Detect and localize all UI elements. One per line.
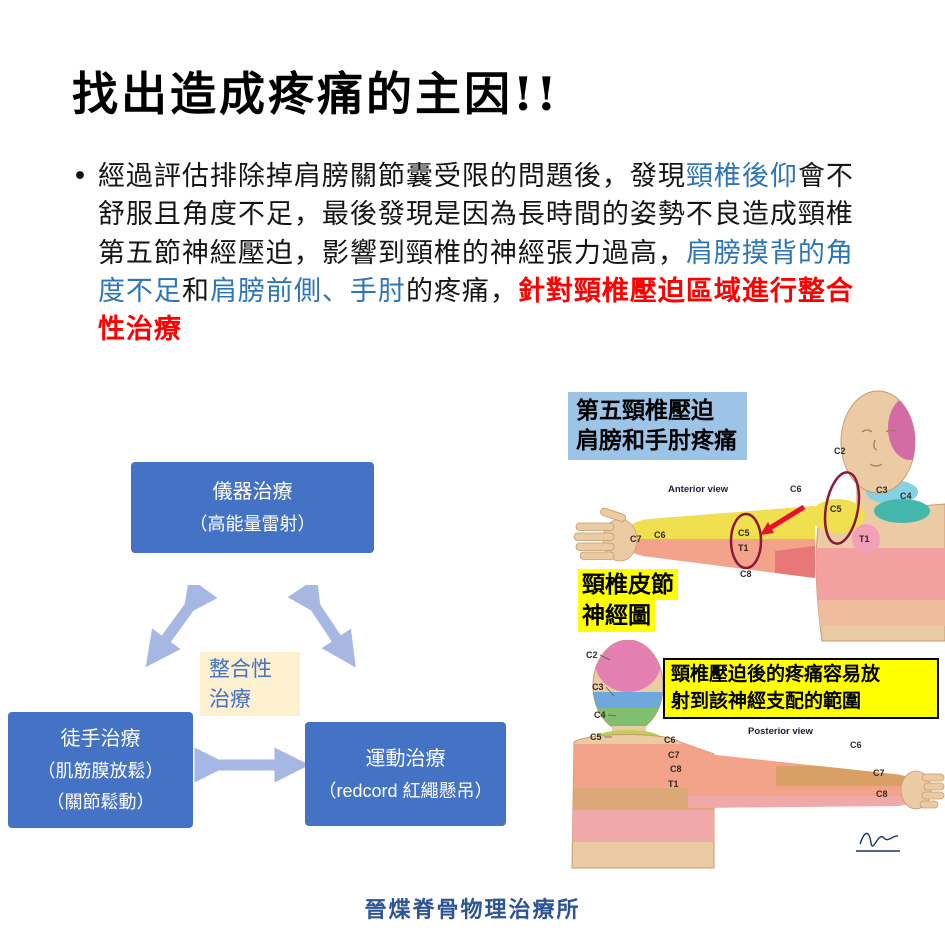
- dermatome-label: C8: [670, 764, 682, 774]
- dermatome-label: C2: [586, 650, 598, 660]
- arm-circle-annotation: [729, 512, 763, 570]
- dermatome-label: C7: [873, 768, 885, 778]
- dermatome-label: C4: [900, 491, 912, 501]
- page-title: 找出造成疼痛的主因!!: [72, 67, 560, 121]
- bullet-segment-black: 的疼痛，: [405, 275, 518, 307]
- bullet-segment-black: 經過評估排除掉肩膀關節囊受限的問題後，發現: [97, 161, 686, 192]
- bullet-segment-red: 針對頸椎壓迫區域進行整合性治療: [97, 275, 854, 346]
- posterior-scalp-dermatomes: [593, 640, 663, 726]
- dermatome-label: C6: [664, 735, 676, 745]
- posterior-view-label: Posterior view: [748, 726, 814, 737]
- dermatome-label: C6: [850, 740, 862, 750]
- bullet-segment-blue: 頸椎後仰: [685, 161, 798, 192]
- bullet-text: 經過評估排除掉肩膀關節囊受限的問題後，發現頸椎後仰會不舒服且角度不足，最後發現是…: [98, 158, 867, 350]
- caption-line: 肩膀和手肘疼痛: [576, 427, 737, 454]
- dermatome-label: C6: [790, 484, 802, 494]
- dermatome-label: T1: [738, 543, 749, 553]
- face-features: [861, 429, 897, 467]
- neck-circle-annotation: [823, 471, 861, 545]
- box-line: （關節鬆動）: [46, 792, 155, 812]
- dermatome-label: C3: [592, 682, 604, 692]
- anterior-dermatome-figure: C2 C6 C3 C4 C5 T1 C7 C6 C5 T1 C8 Anterio…: [573, 390, 945, 642]
- radiating-pain-note: 頸椎壓迫後的疼痛容易放 射到該神經支配的範圍: [663, 658, 939, 720]
- anterior-hand: [573, 507, 638, 562]
- dermatome-label: C5: [738, 528, 750, 538]
- dermatome-label: C5: [830, 504, 842, 514]
- dermatome-t1-patch: [852, 524, 880, 554]
- dermatome-map-caption: 頸椎皮節 神經圖: [578, 569, 678, 632]
- treatment-box-device: 儀器治療 （高能量雷射）: [131, 462, 374, 553]
- center-label-line: 整合性: [209, 658, 272, 681]
- label-leader-lines: [599, 654, 617, 738]
- clinic-name: 晉煠脊骨物理治療所: [364, 897, 581, 923]
- dermatome-label: C4: [594, 710, 606, 720]
- dermatome-label: T1: [859, 534, 870, 544]
- artist-signature: [856, 832, 900, 852]
- bullet-marker: •: [72, 161, 88, 192]
- dermatome-label: C8: [740, 569, 752, 579]
- box-line: 儀器治療: [212, 481, 293, 504]
- dermatome-c4-patch: [874, 499, 930, 523]
- note-line: 頸椎壓迫後的疼痛容易放: [671, 664, 881, 685]
- dermatome-label: C7: [668, 750, 680, 760]
- anterior-chest-dermatomes: [816, 548, 945, 626]
- dermatome-label: T1: [668, 779, 679, 789]
- radiation-arrow: [768, 504, 806, 531]
- bullet-segment-blue: 肩膀摸背的角度不足: [97, 237, 854, 307]
- integrated-treatment-label: 整合性 治療: [200, 652, 300, 716]
- note-line: 射到該神經支配的範圍: [671, 690, 862, 712]
- bullet-segment-black: 和: [181, 275, 210, 307]
- dermatome-label: C7: [630, 534, 642, 544]
- arrow-top-left: [145, 585, 218, 668]
- arrow-top-right: [287, 585, 356, 668]
- radiation-arrow-head: [760, 522, 774, 535]
- dermatome-label: C6: [654, 530, 666, 540]
- dermatome-c2-patch: [888, 396, 915, 460]
- dermatome-label: C8: [876, 789, 888, 799]
- posterior-back-dermatomes: [572, 744, 714, 842]
- posterior-dermatome-figure: C2 C3 C4 C5 C6 C7 C8 T1 C6 C7 C8 Posteri…: [571, 640, 945, 869]
- caption-line: 神經圖: [578, 600, 655, 632]
- treatment-box-exercise: 運動治療 （redcord 紅繩懸吊）: [305, 722, 506, 826]
- anatomy-caption-compression: 第五頸椎壓迫 肩膀和手肘疼痛: [568, 392, 747, 460]
- dermatome-label: C5: [590, 732, 602, 742]
- bullet-segment-black: 會不舒服且角度不足，最後發現是因為長時間的姿勢不良造成頸椎第五節神經壓迫，影響到…: [97, 161, 854, 269]
- bullet-segment-blue: 肩膀前側、手肘: [209, 275, 406, 307]
- caption-line: 頸椎皮節: [578, 569, 678, 601]
- caption-line: 第五頸椎壓迫: [576, 397, 714, 423]
- posterior-hand: [900, 770, 945, 810]
- treatment-box-manual: 徒手治療 （肌筋膜放鬆） （關節鬆動）: [8, 712, 193, 828]
- anterior-view-label: Anterior view: [668, 484, 729, 495]
- box-line: 徒手治療: [60, 728, 141, 751]
- dermatome-label: C2: [834, 446, 846, 456]
- bullet-paragraph: • 經過評估排除掉肩膀關節囊受限的問題後，發現頸椎後仰會不舒服且角度不足，最後發…: [72, 158, 867, 350]
- box-line: 運動治療: [365, 747, 446, 770]
- box-line: （redcord 紅繩懸吊）: [318, 780, 493, 801]
- center-label-line: 治療: [209, 688, 251, 712]
- dermatome-label: C3: [876, 485, 888, 495]
- box-line: （肌筋膜放鬆）: [37, 761, 164, 782]
- box-line: （高能量雷射）: [189, 514, 316, 535]
